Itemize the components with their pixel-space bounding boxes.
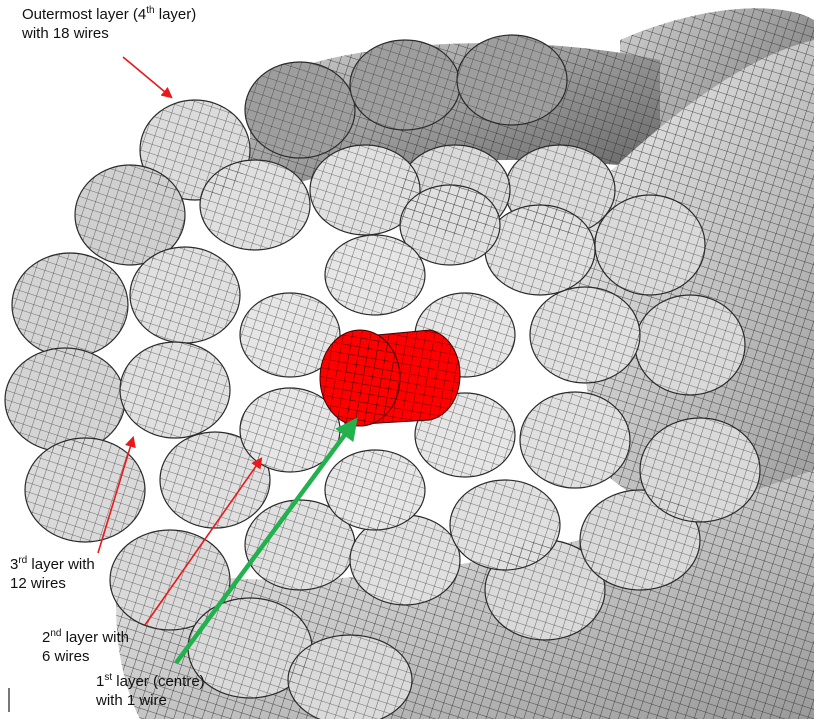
outermost-layer-arrow [123, 57, 171, 97]
core-wire [320, 330, 460, 426]
second-layer-label: 2nd layer with 6 wires [42, 628, 129, 666]
outermost-layer-label: Outermost layer (4th layer) with 18 wire… [22, 5, 196, 43]
third-layer-label: 3rd layer with 12 wires [10, 555, 95, 593]
core-layer-label: 1st layer (centre) with 1 wire [96, 672, 205, 710]
margin-mark [8, 688, 10, 712]
